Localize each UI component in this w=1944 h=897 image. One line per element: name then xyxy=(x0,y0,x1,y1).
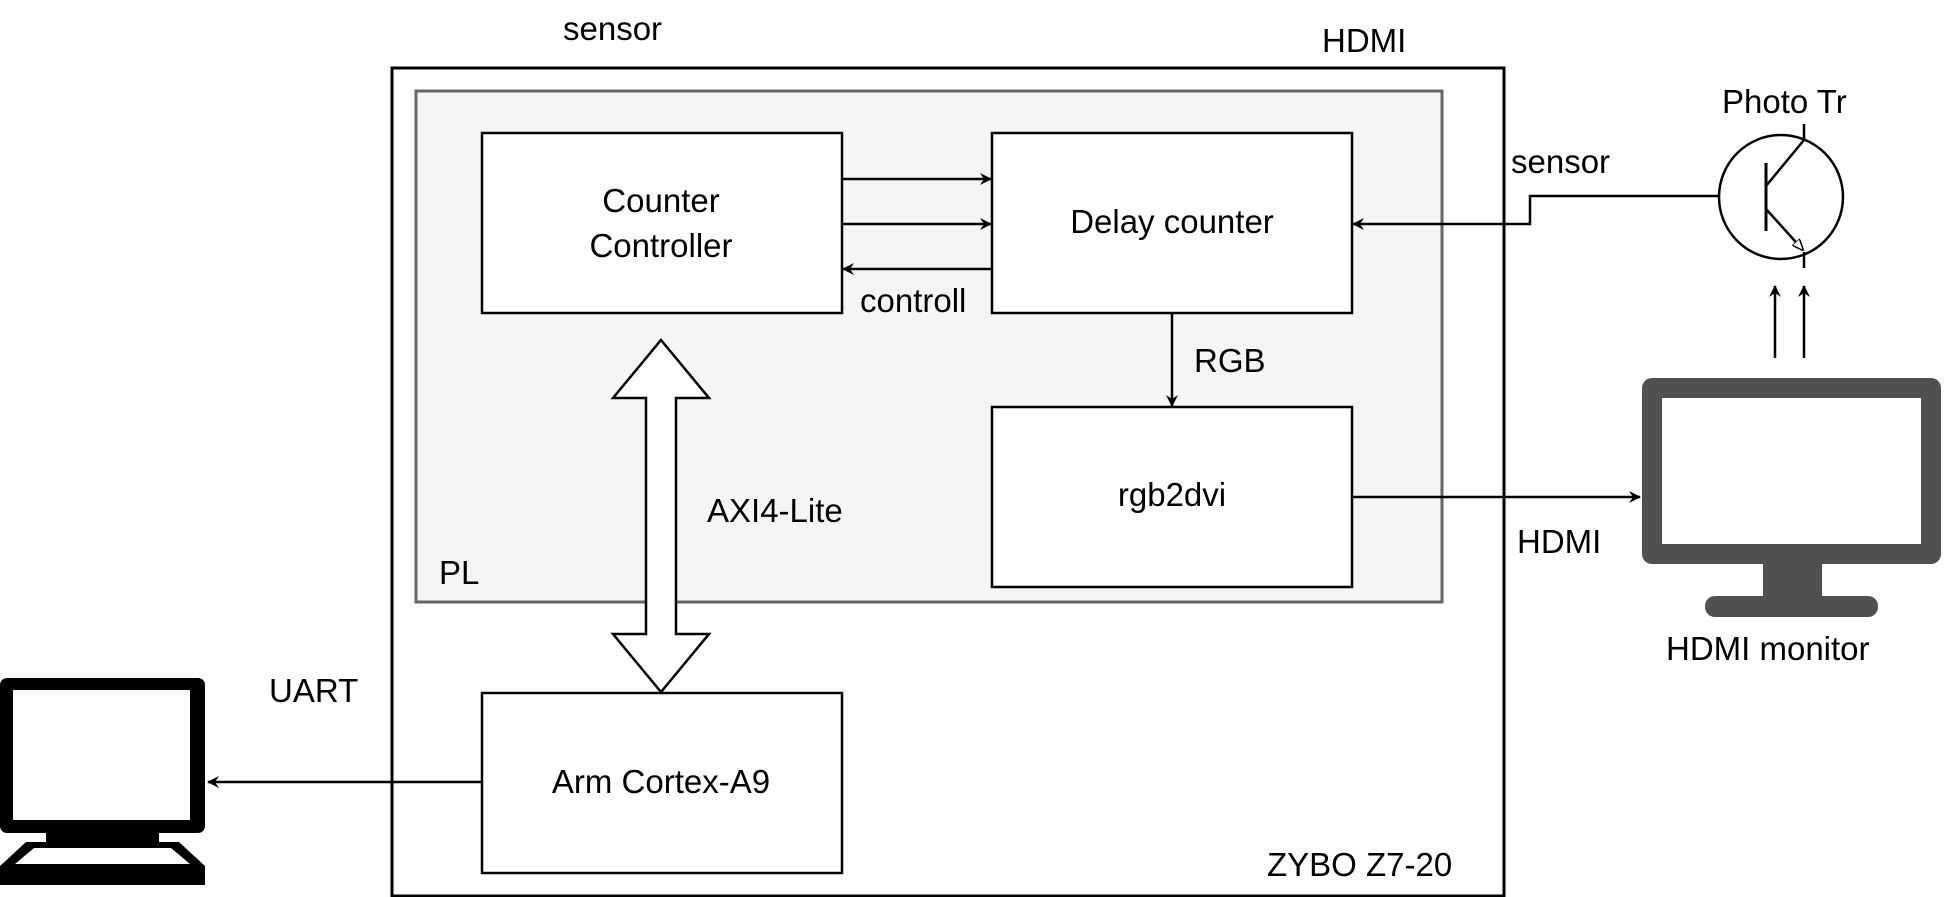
zybo-label: ZYBO Z7-20 xyxy=(1267,846,1452,883)
arm-cortex-block: Arm Cortex-A9 xyxy=(480,691,844,875)
uart-label: UART xyxy=(269,672,358,709)
delay-counter-label: Delay counter xyxy=(1070,203,1274,240)
sensor-right-label: sensor xyxy=(1511,143,1610,180)
photo-tr-label: Photo Tr xyxy=(1722,83,1847,120)
axi4-lite-label: AXI4-Lite xyxy=(707,492,843,529)
phototransistor-icon xyxy=(1717,124,1845,268)
hdmi-monitor-label: HDMI monitor xyxy=(1666,630,1870,667)
counter-controller-block: Counter Controller xyxy=(480,131,844,315)
rgb2dvi-label: rgb2dvi xyxy=(1118,476,1226,513)
sensor-top-label: sensor xyxy=(563,10,662,47)
hdmi-monitor-icon xyxy=(1642,378,1941,617)
arm-cortex-label: Arm Cortex-A9 xyxy=(552,763,770,800)
pc-terminal-icon xyxy=(0,678,205,885)
rgb2dvi-block: rgb2dvi xyxy=(990,405,1354,589)
sensor-wire xyxy=(1352,194,1766,230)
controll-label: controll xyxy=(860,282,966,319)
delay-counter-block: Delay counter xyxy=(990,131,1354,315)
counter-controller-label-line1: Counter xyxy=(602,182,719,219)
rgb-label: RGB xyxy=(1194,342,1266,379)
pl-label: PL xyxy=(439,554,479,591)
axi4-lite-double-arrow xyxy=(610,338,712,694)
hdmi-link-label: HDMI xyxy=(1517,523,1601,560)
counter-controller-label-line2: Controller xyxy=(589,227,732,264)
hdmi-top-label: HDMI xyxy=(1322,22,1406,59)
